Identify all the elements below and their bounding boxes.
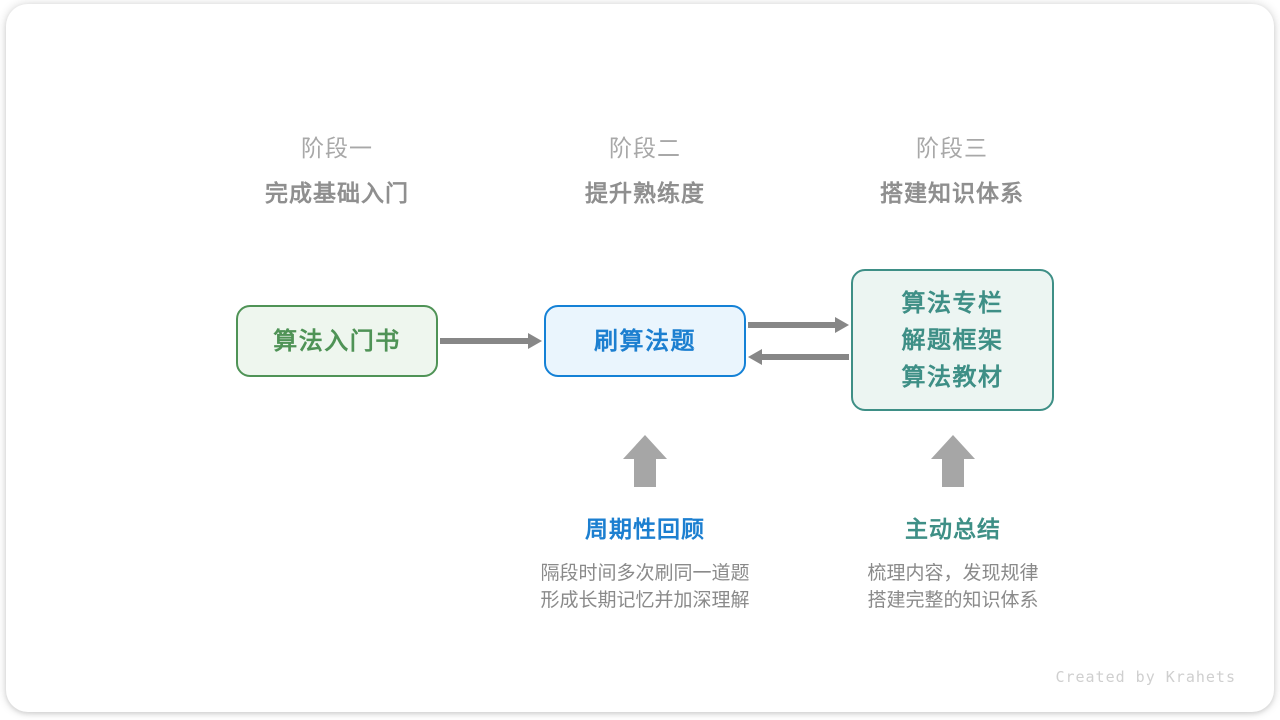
arrow-shaft (440, 338, 530, 344)
arrow-up-review-icon (623, 435, 667, 487)
arrow-up-tip (931, 435, 975, 459)
stage-label-1: 阶段一 (301, 135, 373, 161)
arrow-up-summary-icon (931, 435, 975, 487)
footer-credit: Created by Krahets (1055, 668, 1236, 686)
annotation-periodic-review: 周期性回顾 隔段时间多次刷同一道题 形成长期记忆并加深理解 (485, 514, 805, 614)
arrow-up-tip (623, 435, 667, 459)
arrow-practice-to-resources-icon (748, 317, 849, 333)
node-algorithm-intro-book: 算法入门书 (236, 305, 438, 377)
node-learning-resources: 算法专栏 解题框架 算法教材 (851, 269, 1054, 411)
arrow-shaft (760, 354, 849, 360)
node-resources-line-1: 算法专栏 (901, 289, 1004, 317)
node-resources-line-3: 算法教材 (901, 363, 1004, 391)
arrow-head (835, 317, 849, 333)
arrow-head (748, 349, 762, 365)
stage-header-2: 阶段二 提升熟练度 (505, 133, 785, 209)
node-book-line-1: 算法入门书 (273, 327, 401, 355)
stage-title-3: 搭建知识体系 (880, 180, 1024, 206)
diagram-card: 阶段一 完成基础入门 阶段二 提升熟练度 阶段三 搭建知识体系 算法入门书 刷算… (6, 4, 1274, 712)
arrow-up-stem (942, 458, 964, 487)
node-resources-line-2: 解题框架 (901, 326, 1004, 354)
annotation-summary-title: 主动总结 (905, 516, 1001, 542)
stage-title-2: 提升熟练度 (585, 180, 705, 206)
annotation-active-summary: 主动总结 梳理内容，发现规律 搭建完整的知识体系 (793, 514, 1113, 614)
annotation-summary-body-line-1: 梳理内容，发现规律 (867, 563, 1039, 584)
arrow-up-stem (634, 458, 656, 487)
stage-header-3: 阶段三 搭建知识体系 (812, 133, 1092, 209)
arrow-head (528, 333, 542, 349)
arrow-book-to-practice-icon (440, 333, 542, 349)
annotation-review-body-line-1: 隔段时间多次刷同一道题 (540, 563, 750, 584)
stage-label-3: 阶段三 (916, 135, 988, 161)
annotation-review-body-line-2: 形成长期记忆并加深理解 (540, 590, 750, 611)
arrow-shaft (748, 322, 837, 328)
stage-title-1: 完成基础入门 (265, 180, 409, 206)
stage-label-2: 阶段二 (609, 135, 681, 161)
node-practice-line-1: 刷算法题 (594, 327, 696, 355)
node-practice-problems: 刷算法题 (544, 305, 746, 377)
arrow-resources-to-practice-icon (748, 349, 849, 365)
stage-header-1: 阶段一 完成基础入门 (197, 133, 477, 209)
annotation-summary-body-line-2: 搭建完整的知识体系 (867, 590, 1039, 611)
annotation-review-title: 周期性回顾 (585, 516, 705, 542)
